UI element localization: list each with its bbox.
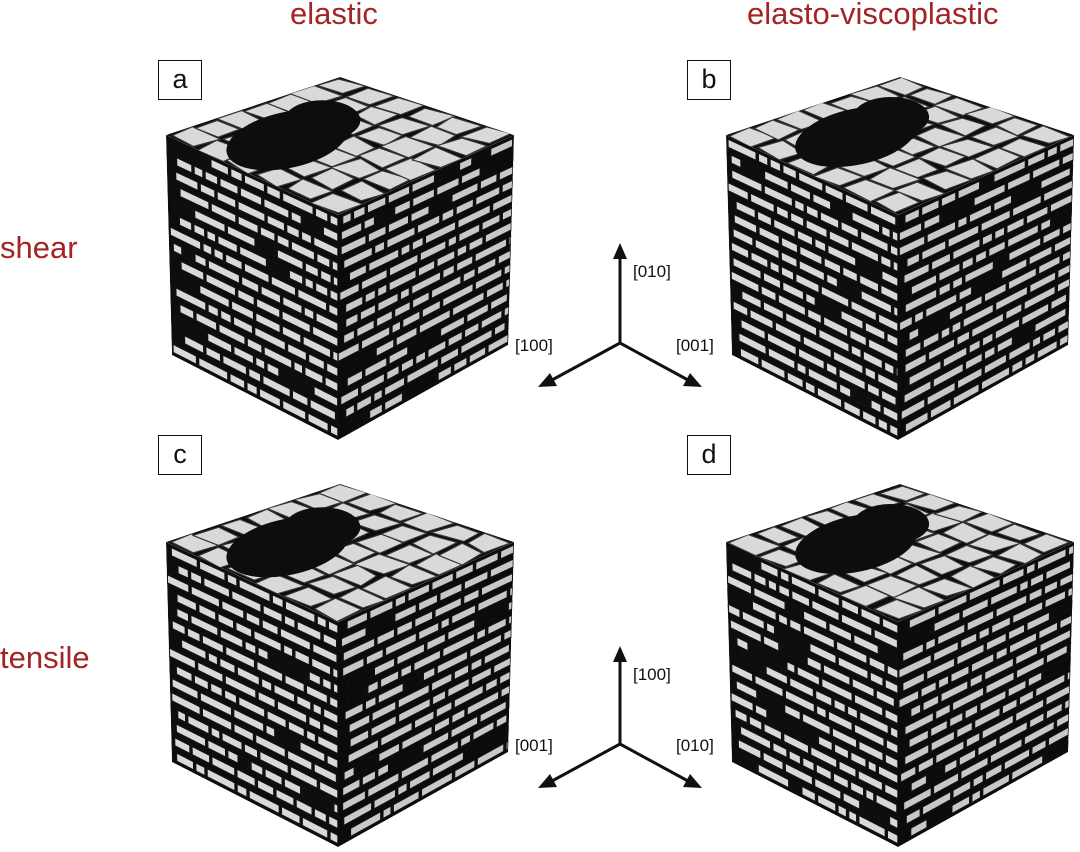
arrowhead-left bbox=[538, 774, 557, 788]
crystal-axes-triad-shear bbox=[538, 243, 702, 387]
axis-arrow-left bbox=[551, 341, 621, 382]
arrowhead-up bbox=[613, 646, 627, 662]
axis-label-up-tensile: [100] bbox=[633, 665, 671, 684]
row-label-shear: shear bbox=[0, 230, 78, 265]
microstructure-cube-d bbox=[726, 484, 1074, 847]
axis-label-left-shear: [100] bbox=[515, 336, 553, 355]
axis-arrow-left bbox=[551, 742, 621, 783]
panel-label-a: a bbox=[158, 60, 202, 100]
axis-label-up-shear: [010] bbox=[633, 262, 671, 281]
axis-arrow-right bbox=[619, 341, 689, 382]
axis-label-right-shear: [001] bbox=[676, 336, 714, 355]
microstructure-cube-a bbox=[166, 77, 514, 440]
row-label-tensile: tensile bbox=[0, 640, 90, 675]
panel-label-c: c bbox=[158, 435, 202, 475]
axis-arrow-right bbox=[619, 742, 689, 783]
microstructure-cube-c bbox=[166, 484, 514, 847]
column-title-elastic: elastic bbox=[290, 0, 378, 31]
panel-label-b: b bbox=[687, 60, 731, 100]
axis-label-right-tensile: [010] bbox=[676, 736, 714, 755]
panel-label-d: d bbox=[687, 435, 731, 475]
arrowhead-up bbox=[613, 243, 627, 259]
arrowhead-right bbox=[683, 373, 702, 387]
arrowhead-right bbox=[683, 774, 702, 788]
column-title-elasto-viscoplastic: elasto-viscoplastic bbox=[747, 0, 999, 31]
crystal-axes-triad-tensile bbox=[538, 646, 702, 788]
axis-label-left-tensile: [001] bbox=[515, 736, 553, 755]
microstructure-cube-b bbox=[726, 77, 1074, 440]
arrowhead-left bbox=[538, 373, 557, 387]
